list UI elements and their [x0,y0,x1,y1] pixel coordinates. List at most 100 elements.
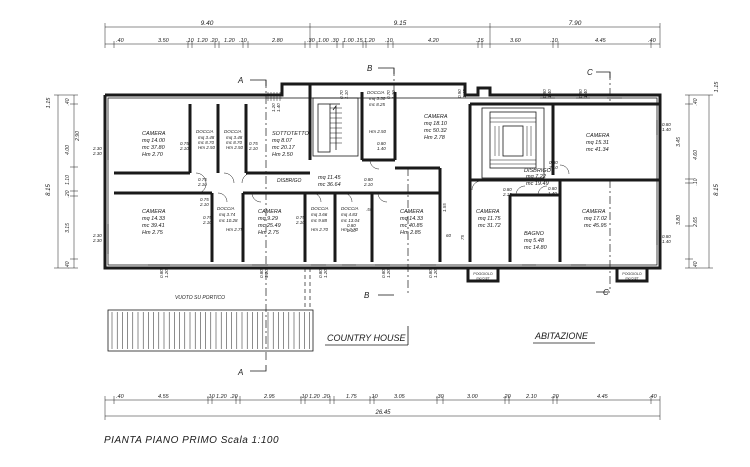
right-part-dimension: 4.60 [693,150,699,160]
svg-text:Hm 2.75: Hm 2.75 [142,230,164,236]
svg-text:mc 41.34: mc 41.34 [586,147,609,153]
top-total-dimension: 7.90 [569,20,582,27]
svg-text:CAMERA: CAMERA [142,131,166,137]
room-label: DISBRIGO mq 7.22 mc 19.49 [524,168,552,187]
window-hatch [267,92,281,101]
balcony-right [615,266,649,283]
top-part-dimension: 4.45 [595,38,607,44]
drawing-caption: PIANTA PIANO PRIMO Scala 1:100 [104,435,279,446]
svg-text:Hm 2.50: Hm 2.50 [198,145,216,150]
left-top-dimension: 1.15 [46,97,52,109]
top-part-dimensions: .40 3.50 .10 1.20 .20 1.20 .10 2.80 .30 … [116,38,657,44]
opening-label: 0.801.20 [159,269,169,278]
svg-text:mq 11.45: mq 11.45 [318,175,341,181]
svg-text:Hm 2.50: Hm 2.50 [272,152,294,158]
left-part-dimension: .40 [65,98,71,105]
svg-text:Hm 2.70: Hm 2.70 [142,152,164,158]
svg-text:mq 14.00: mq 14.00 [142,138,166,144]
stair-abitazione [481,107,545,179]
bottom-total-dimension: 26.45 [374,410,391,416]
svg-text:CAMERA: CAMERA [582,209,606,215]
svg-text:mc 37.80: mc 37.80 [142,145,166,151]
top-dimension-chain: 9.40 9.15 7.90 .40 3.50 .10 1.20 .20 1.2… [104,20,661,48]
balcony-label: POGGIOLO [473,272,493,276]
svg-text:mq 4.83: mq 4.83 [341,212,358,217]
opening-label: 0.801.20 [428,269,438,278]
top-part-dimension: .40 [648,38,657,44]
portico-label: VUOTO SU PORTICO [175,295,225,301]
top-part-dimension: .30 [331,38,340,44]
svg-text:DOCCIA: DOCCIA [217,206,235,211]
top-total-dimension: 9.15 [394,20,407,27]
top-part-dimension: 1.00 [343,38,355,44]
dim-label: 1.55 [442,203,447,212]
section-marker-c: C [603,288,609,297]
top-part-dimension: .10 [186,38,195,44]
left-part-dimension: .40 [65,261,71,268]
svg-text:mc 10.28: mc 10.28 [219,218,238,223]
svg-text:mq 5.48: mq 5.48 [524,238,545,244]
svg-text:mc 19.49: mc 19.49 [526,181,549,187]
svg-text:DISBRIGO: DISBRIGO [524,168,552,174]
svg-text:mc 45.95: mc 45.95 [584,223,608,229]
bottom-part-dimension: 3.00 [467,394,479,400]
svg-text:mc 8.70: mc 8.70 [198,140,215,145]
right-top-dimension: 1.15 [714,81,720,93]
right-dimension-chain: 8.15 1.15 .40 3.45 4.60 .10 3.80 2.65 .4… [676,81,720,269]
top-total-dimension: 9.40 [201,20,214,27]
svg-text:CAMERA: CAMERA [586,133,610,139]
opening-label: 0.701.10 [339,90,349,99]
svg-text:mq 18.10: mq 18.10 [424,121,448,127]
opening-label: 0.901.40 [457,89,467,98]
svg-text:CAMERA: CAMERA [142,209,166,215]
bottom-part-dimension: .40 [649,394,658,400]
top-part-dimension: .20 [210,38,219,44]
top-part-dimension: .15 [476,38,485,44]
opening-label: 0.701.10 [386,90,396,99]
opening-label: 0.801.40 [542,89,552,98]
svg-text:Hm 2.70: Hm 2.70 [341,227,359,232]
svg-text:mq 14.33: mq 14.33 [142,216,166,222]
bottom-part-dimension: .40 [116,394,125,400]
top-part-dimension: .30 [307,38,316,44]
svg-text:mc 8.70: mc 8.70 [226,140,243,145]
top-part-dimension: .10 [385,38,394,44]
svg-text:DOCCIA: DOCCIA [311,206,329,211]
right-part-dimension: .40 [693,261,699,268]
svg-text:CAMERA: CAMERA [400,209,424,215]
opening-label: 1.201.40 [271,103,281,112]
right-total-dimension: 8.15 [714,184,720,196]
section-marker-c: C [587,68,593,77]
svg-text:mc 40.85: mc 40.85 [400,223,424,229]
section-marker-b: B [364,291,370,300]
bottom-part-dimension: .20 [551,394,560,400]
bottom-part-dimension: 2.95 [263,394,276,400]
svg-text:mq 7.22: mq 7.22 [526,174,546,180]
svg-text:SOTTOTETTO: SOTTOTETTO [272,131,309,137]
svg-text:mc 14.80: mc 14.80 [524,245,548,251]
right-part-dimension: 3.45 [676,137,682,147]
svg-text:mc 36.64: mc 36.64 [318,182,341,188]
svg-text:mq 11.75: mq 11.75 [478,216,501,222]
bottom-part-dimension: 4.55 [158,394,170,400]
bottom-part-dimension: .30 [436,394,445,400]
svg-text:Hm 2.75: Hm 2.75 [226,227,244,232]
section-lines [250,67,611,372]
